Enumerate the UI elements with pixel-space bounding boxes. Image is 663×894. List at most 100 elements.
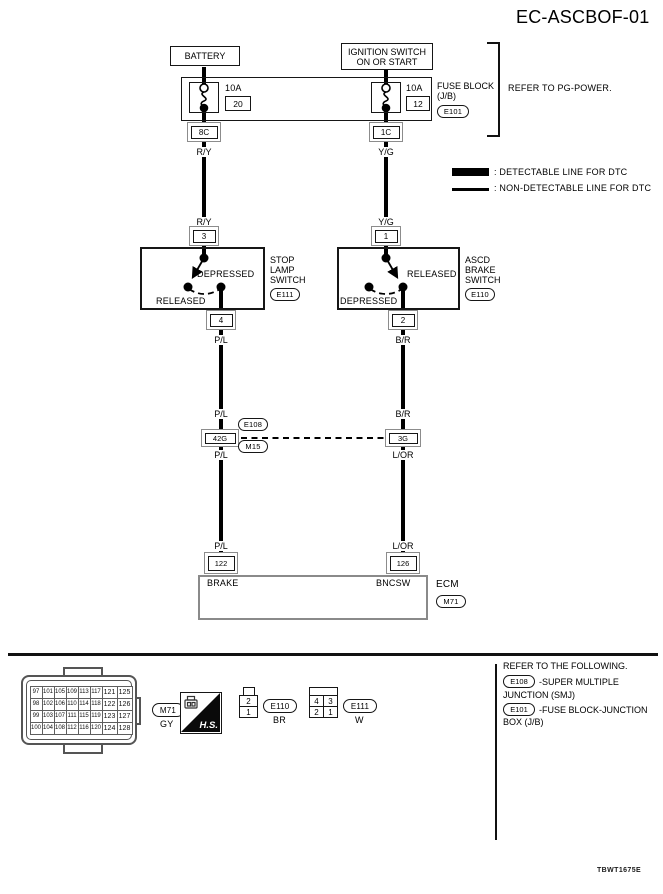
fuse-block-label: FUSE BLOCK (J/B): [437, 81, 494, 101]
connector-ref-E110: E110: [465, 288, 495, 301]
pin-4-label: 4: [209, 313, 233, 327]
wire-label-lor-1: L/OR: [389, 450, 417, 460]
connector-ref-E101: E101: [437, 105, 469, 118]
e111-connector-color: W: [355, 715, 364, 725]
ecm-pin-cell: 100: [29, 721, 43, 735]
connector-ref-E110-view: E110: [263, 699, 297, 713]
fuse-left-rating: 10A: [225, 83, 242, 93]
fuse-right-rating: 10A: [406, 83, 423, 93]
pin-42G-label: 42G: [204, 432, 236, 444]
fuse-symbols: [199, 83, 391, 113]
ignition-switch-line2: ON OR START: [356, 56, 418, 67]
stop-lamp-switch-name-line2: LAMP: [270, 265, 295, 275]
ascd-switch-arm: [385, 257, 399, 280]
legend-thin-line-sample: [452, 188, 489, 191]
fuse-block-bracket: [487, 42, 500, 137]
connector-ref-E108-note: E108: [503, 675, 535, 688]
ecm-connector-bottom-tab: [63, 744, 103, 754]
connector-ref-M71: M71: [436, 595, 466, 608]
pin-1-label: 1: [374, 229, 398, 243]
ascd-brake-switch-name-line1: ASCD: [465, 255, 491, 265]
pin-126: 126: [386, 552, 420, 574]
ascd-switch-travel-arc: [369, 288, 403, 295]
section-divider: [8, 653, 658, 656]
note-item-e108: E108 -SUPER MULTIPLE: [503, 675, 619, 688]
stop-released-label: RELEASED: [156, 296, 206, 306]
ecm-pin-cell: 104: [41, 721, 55, 735]
notes-divider: [495, 664, 497, 840]
page-title: EC-ASCBOF-01: [516, 7, 650, 27]
hs-badge-label: H.S.: [199, 720, 218, 731]
notes-heading: REFER TO THE FOLLOWING.: [503, 661, 628, 671]
pin-1C: 1C: [369, 122, 403, 142]
pin-122-label: 122: [207, 555, 235, 571]
fuse-right-bottom-terminal: [381, 103, 391, 113]
pin-122: 122: [204, 552, 238, 574]
connector-ref-E108: E108: [238, 418, 268, 431]
ascd-brake-switch-name: ASCD BRAKE SWITCH: [465, 255, 501, 285]
wire-label-pl-3: P/L: [211, 450, 231, 460]
pin-1C-label: 1C: [372, 125, 400, 139]
ignition-switch-box: IGNITION SWITCH ON OR START: [341, 43, 433, 70]
connector-ref-E101-note: E101: [503, 703, 535, 716]
ecm-pin-cell: 124: [101, 721, 118, 735]
ascd-released-label: RELEASED: [407, 269, 457, 279]
wire-label-br-2: B/R: [392, 409, 414, 419]
wire-label-pl-2: P/L: [211, 409, 231, 419]
ecm-pin-cell: 127: [116, 709, 133, 723]
connector-ref-E111: E111: [270, 288, 300, 301]
ascd-brake-switch-name-line3: SWITCH: [465, 275, 501, 285]
pin-126-label: 126: [389, 555, 417, 571]
stop-switch-arm: [191, 257, 205, 280]
ecm-name: ECM: [436, 579, 459, 590]
ignition-switch-line1: IGNITION SWITCH: [348, 46, 426, 57]
note-item-e108-text: -SUPER MULTIPLE: [539, 676, 619, 687]
note-item-e101-text: -FUSE BLOCK-JUNCTION: [539, 704, 648, 715]
ascd-brake-switch-box: [337, 247, 460, 310]
pg-power-note: REFER TO PG-POWER.: [508, 83, 612, 93]
fuse-right-slot: 12: [406, 96, 430, 111]
connector-ref-M15: M15: [238, 440, 268, 453]
ascd-brake-switch-name-line2: BRAKE: [465, 265, 496, 275]
e111-view-pin-2: 2: [309, 706, 324, 718]
connector-glyph-icon: [184, 695, 198, 709]
pin-4: 4: [206, 310, 236, 330]
fuse-block-label-line1: FUSE BLOCK: [437, 81, 495, 91]
e110-view-pin-1: 1: [239, 706, 258, 718]
pin-8C: 8C: [187, 122, 221, 142]
pin-3-label: 3: [192, 229, 216, 243]
fuse-left-slot: 20: [225, 96, 251, 111]
fuse-block-label-line2: (J/B): [437, 91, 456, 101]
wire-label-ry-1: R/Y: [193, 147, 215, 157]
e111-view-pin-1: 1: [323, 706, 338, 718]
stop-lamp-switch-name-line3: SWITCH: [270, 275, 306, 285]
e110-connector-color: BR: [273, 715, 286, 725]
fuse-right-body: [371, 82, 401, 113]
pin-3G-label: 3G: [388, 432, 418, 444]
ecm-box: [198, 575, 428, 620]
connector-ref-E111-view: E111: [343, 699, 377, 713]
stop-depressed-label: DEPRESSED: [197, 269, 255, 279]
ecm-connector-color: GY: [160, 719, 174, 729]
fuse-left-body: [189, 82, 219, 113]
ascd-depressed-label: DEPRESSED: [340, 296, 398, 306]
note-item-e101-text2: BOX (J/B): [503, 717, 544, 727]
note-item-e108-text2: JUNCTION (SMJ): [503, 690, 575, 700]
ecm-brake-signal: BRAKE: [207, 578, 239, 588]
switch-contacts: [183, 253, 408, 295]
legend-non-detectable-label: : NON-DETECTABLE LINE FOR DTC: [494, 183, 652, 193]
fuse-block-box: [181, 77, 432, 121]
stop-lamp-switch-name-line1: STOP: [270, 255, 295, 265]
wire-label-pl-1: P/L: [211, 335, 231, 345]
wire-label-lor-2: L/OR: [389, 541, 417, 551]
wire-label-yg-1: Y/G: [375, 147, 397, 157]
stop-switch-travel-arc: [188, 288, 221, 295]
wire-label-ry-2: R/Y: [193, 217, 215, 227]
wire-label-br-1: B/R: [392, 335, 414, 345]
pin-8C-label: 8C: [190, 125, 218, 139]
e110-view-pin-2: 2: [239, 695, 258, 707]
note-item-e101: E101 -FUSE BLOCK-JUNCTION: [503, 703, 648, 716]
